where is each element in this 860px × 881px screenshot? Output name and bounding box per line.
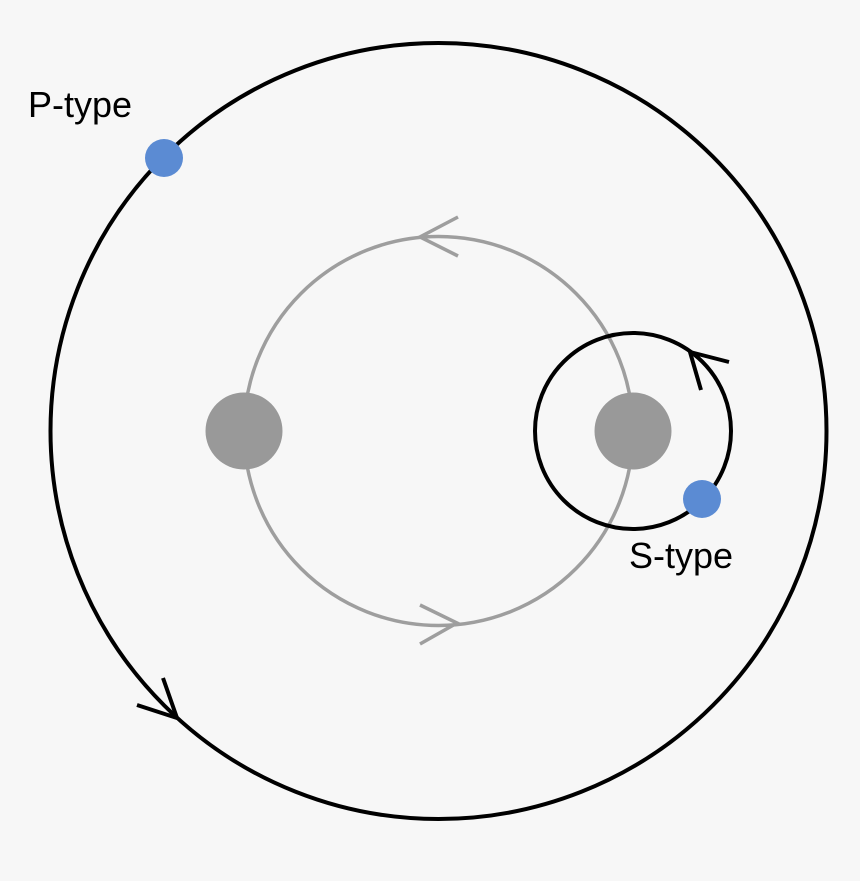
s-type-label: S-type [629,535,733,576]
p-type-orbit [48,41,829,821]
p-type-label: P-type [28,84,132,125]
s-type-orbit [533,331,733,531]
s-type-planet [683,480,721,518]
p-type-planet [145,139,183,177]
star-right [594,392,672,470]
binary-orbit-arrow-top-icon [416,215,459,258]
s-type-orbit-arrow-icon [687,349,730,391]
binary-orbit-arrow-bottom-icon [419,603,461,646]
p-type-orbit-arrow-icon [136,677,181,722]
star-left [205,392,283,470]
